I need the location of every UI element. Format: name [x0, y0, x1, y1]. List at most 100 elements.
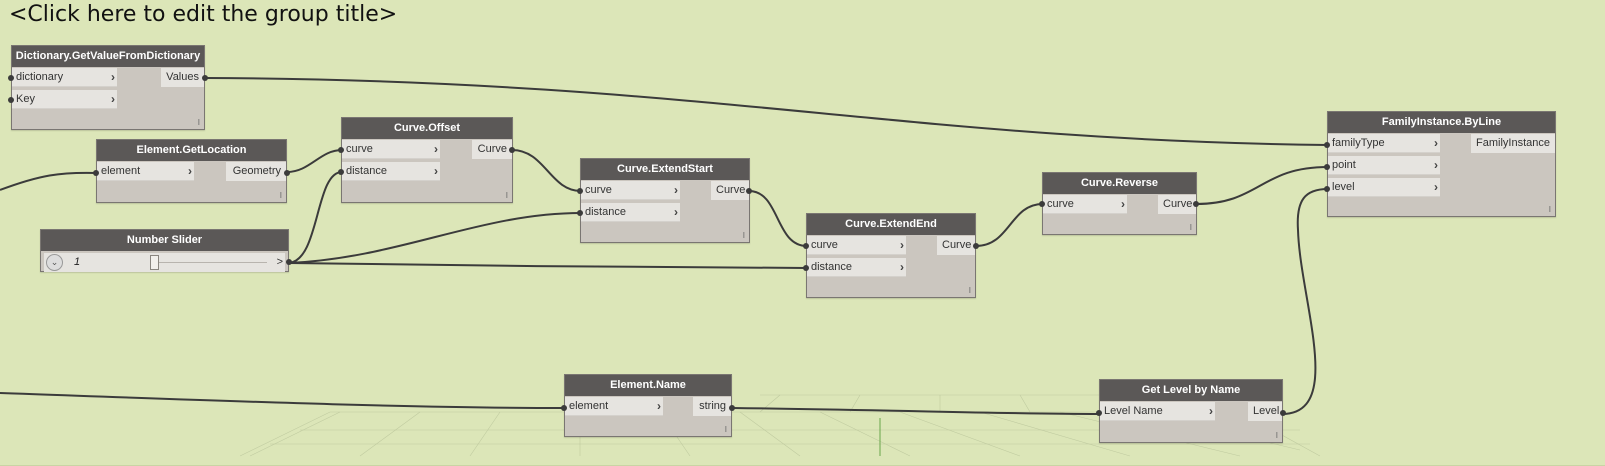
- port-label: string: [699, 400, 726, 412]
- port-label: FamilyInstance: [1476, 137, 1550, 149]
- port-label: point: [1332, 159, 1356, 171]
- output-port-string[interactable]: string: [693, 397, 731, 416]
- port-label: Level Name: [1104, 405, 1163, 417]
- port-label: Curve: [942, 239, 972, 251]
- input-port-point[interactable]: point ›: [1328, 156, 1440, 175]
- input-port-key[interactable]: Key›: [12, 90, 117, 109]
- port-label: distance: [585, 206, 626, 218]
- port-label: distance: [811, 261, 852, 273]
- lacing-indicator: I: [505, 191, 508, 200]
- port-dot: [1324, 142, 1330, 148]
- wire-extendstart-to-extendend: [748, 190, 808, 247]
- node-title: Get Level by Name: [1100, 380, 1282, 401]
- input-port-curve[interactable]: curve ›: [581, 181, 680, 200]
- output-port-values[interactable]: Values: [161, 68, 204, 87]
- slider-control[interactable]: ⌄ 1 >: [44, 253, 285, 272]
- input-port-familytype[interactable]: familyType›: [1328, 134, 1440, 153]
- output-port-curve[interactable]: Curve: [937, 236, 975, 255]
- input-port-distance[interactable]: distance›: [581, 203, 680, 222]
- port-dot: [1280, 410, 1286, 416]
- node-curve-extendstart[interactable]: Curve.ExtendStart curve › distance› Curve…: [580, 158, 750, 243]
- node-dictionary-getvaluefromdictionary[interactable]: Dictionary.GetValueFromDictionary dictio…: [11, 45, 205, 130]
- lacing-indicator: I: [279, 191, 282, 200]
- node-get-level-by-name[interactable]: Get Level by Name Level Name › Level I: [1099, 379, 1283, 443]
- output-port-familyinstance[interactable]: FamilyInstance: [1471, 134, 1555, 153]
- chevron-right-icon: ›: [674, 183, 678, 197]
- port-dot: [8, 75, 14, 81]
- port-label: curve: [585, 184, 612, 196]
- lacing-indicator: I: [1275, 431, 1278, 440]
- wire-slider-to-extendstart-distance: [288, 212, 582, 264]
- node-curve-reverse[interactable]: Curve.Reverse curve› Curve I: [1042, 172, 1197, 235]
- port-dot: [1039, 201, 1045, 207]
- port-label: element: [569, 400, 609, 412]
- port-dot: [286, 259, 292, 265]
- group-title[interactable]: <Click here to edit the group title>: [9, 2, 398, 27]
- input-port-curve[interactable]: curve›: [342, 140, 440, 159]
- input-port-distance[interactable]: distance›: [807, 258, 906, 277]
- input-port-dictionary[interactable]: dictionary›: [12, 68, 117, 87]
- slider-thumb[interactable]: [150, 255, 159, 270]
- slider-track[interactable]: [154, 262, 267, 263]
- port-dot: [746, 188, 752, 194]
- port-label: dictionary: [16, 71, 64, 83]
- output-port-curve[interactable]: Curve: [472, 140, 512, 159]
- input-port-element[interactable]: element›: [97, 162, 194, 181]
- port-dot: [202, 75, 208, 81]
- port-dot: [561, 405, 567, 411]
- output-port-geometry[interactable]: Geometry: [226, 162, 286, 181]
- node-familyinstance-byline[interactable]: FamilyInstance.ByLine familyType› point›…: [1327, 111, 1556, 217]
- port-dot: [577, 210, 583, 216]
- wire-slider-to-offset-distance: [288, 171, 343, 264]
- port-label: Values: [166, 71, 199, 83]
- port-label: familyType: [1332, 137, 1385, 149]
- wire-reverse-to-point: [1195, 166, 1329, 205]
- node-curve-extendend[interactable]: Curve.ExtendEnd curve› distance› Curve I: [806, 213, 976, 298]
- node-element-name[interactable]: Element.Name element› string I: [564, 374, 732, 437]
- lacing-indicator: I: [197, 118, 200, 127]
- output-port-level[interactable]: Level: [1248, 402, 1282, 421]
- input-port-level[interactable]: level ›: [1328, 178, 1440, 197]
- input-port-element[interactable]: element›: [565, 397, 663, 416]
- port-label: curve: [346, 143, 373, 155]
- node-title: Curve.Offset: [342, 118, 512, 139]
- node-number-slider[interactable]: Number Slider ⌄ 1 >: [40, 229, 289, 272]
- port-dot: [284, 170, 290, 176]
- chevron-right-icon: ›: [1434, 180, 1438, 194]
- chevron-right-icon: ›: [1434, 158, 1438, 172]
- chevron-right-icon: ›: [434, 164, 438, 178]
- input-port-level-name[interactable]: Level Name ›: [1100, 402, 1215, 421]
- node-element-getlocation[interactable]: Element.GetLocation element› Geometry I: [96, 139, 287, 203]
- slider-output-port[interactable]: >: [276, 256, 283, 268]
- chevron-right-icon: ›: [111, 92, 115, 106]
- lacing-indicator: I: [968, 286, 971, 295]
- port-dot: [338, 147, 344, 153]
- node-curve-offset[interactable]: Curve.Offset curve› distance› Curve I: [341, 117, 513, 203]
- port-dot: [577, 188, 583, 194]
- chevron-right-icon: ›: [1209, 404, 1213, 418]
- port-label: Level: [1253, 405, 1280, 417]
- port-label: Curve: [1163, 198, 1193, 210]
- port-label: level: [1332, 181, 1355, 193]
- node-title: Curve.ExtendStart: [581, 159, 749, 180]
- input-port-curve[interactable]: curve›: [807, 236, 906, 255]
- wire-offset-to-extendstart: [511, 149, 582, 192]
- input-port-curve[interactable]: curve›: [1043, 195, 1127, 214]
- chevron-right-icon: ›: [1121, 197, 1125, 211]
- input-port-distance[interactable]: distance›: [342, 162, 440, 181]
- lacing-indicator: I: [742, 231, 745, 240]
- wire-geometry-to-offset-curve: [286, 149, 343, 173]
- port-dot: [509, 147, 515, 153]
- node-title: Element.Name: [565, 375, 731, 396]
- output-port-curve[interactable]: Curve: [711, 181, 749, 200]
- wire-slider-to-extendend-distance: [288, 262, 808, 269]
- lacing-indicator: I: [1189, 223, 1192, 232]
- chevron-down-icon[interactable]: ⌄: [46, 254, 63, 271]
- chevron-right-icon: ›: [900, 238, 904, 252]
- port-dot: [1324, 186, 1330, 192]
- port-dot: [803, 243, 809, 249]
- output-port-curve[interactable]: Curve: [1158, 195, 1196, 214]
- node-title: Dictionary.GetValueFromDictionary: [12, 46, 204, 67]
- port-dot: [1193, 201, 1199, 207]
